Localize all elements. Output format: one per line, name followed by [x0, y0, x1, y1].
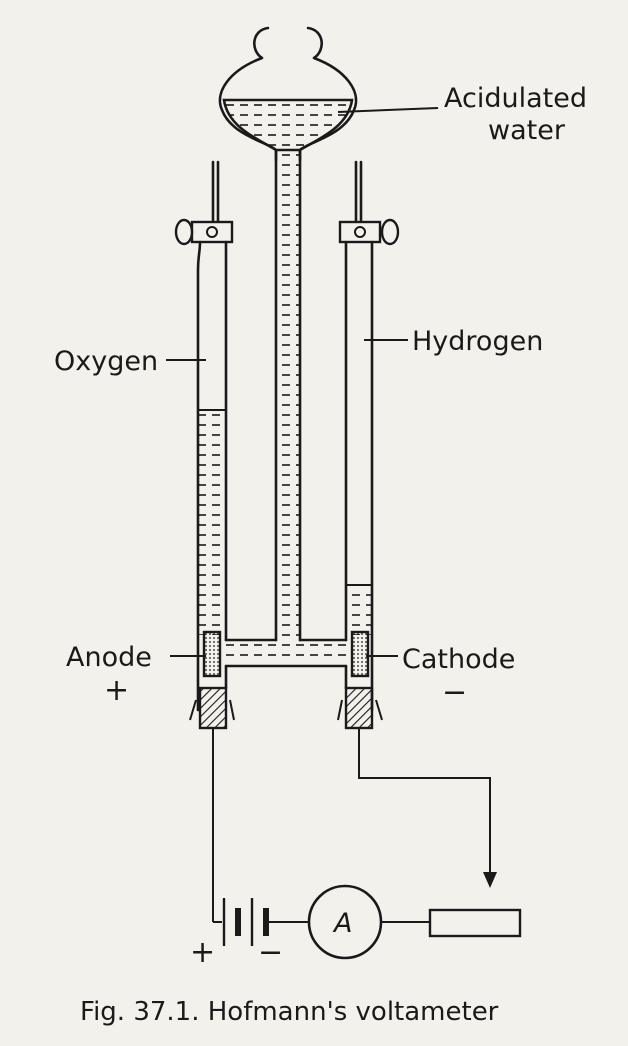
ammeter: [307, 884, 383, 960]
figure-caption: Fig. 37.1. Hofmann's voltameter: [80, 997, 499, 1027]
reservoir-bulb: [218, 26, 358, 162]
cathode-label: Cathode: [402, 644, 515, 675]
rheostat: [428, 908, 522, 938]
connecting-tube: [224, 638, 348, 690]
right-tube: [338, 160, 400, 712]
anode-polarity: +: [104, 673, 129, 708]
battery: [222, 898, 269, 946]
ammeter-label: A: [332, 908, 352, 939]
circuit: [212, 728, 522, 938]
hydrogen-label: Hydrogen: [412, 326, 543, 357]
cathode-polarity: −: [442, 675, 467, 710]
anode-label: Anode: [66, 642, 152, 673]
battery-minus: −: [258, 935, 283, 970]
oxygen-label: Oxygen: [54, 346, 158, 377]
cathode-electrode: [337, 630, 383, 730]
liquid-label: Acidulated water: [444, 83, 596, 146]
leader-lines: [166, 107, 439, 657]
battery-plus: +: [190, 935, 215, 970]
left-tube: [174, 160, 234, 712]
central-tube: [274, 148, 302, 642]
